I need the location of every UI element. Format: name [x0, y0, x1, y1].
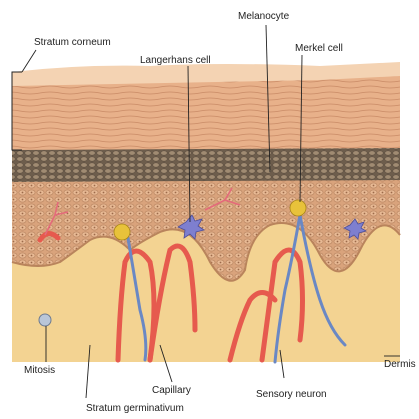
melanocyte-label: Melanocyte [238, 12, 289, 22]
stratum-granulosum-layer [12, 148, 400, 184]
dermis-label: Dermis [384, 360, 416, 370]
stratum-corneum-layer [12, 76, 400, 152]
mitosis-label: Mitosis [24, 366, 55, 376]
stratum-corneum-label: Stratum corneum [34, 38, 111, 48]
merkel-cell-label: Merkel cell [295, 44, 343, 54]
stratum-germinativum-label: Stratum germinativum [86, 404, 184, 414]
mitosis-cell [39, 314, 51, 326]
langerhans-cell-label: Langerhans cell [140, 56, 211, 66]
sensory-neuron-label: Sensory neuron [256, 390, 327, 400]
capillary-label: Capillary [152, 386, 191, 396]
